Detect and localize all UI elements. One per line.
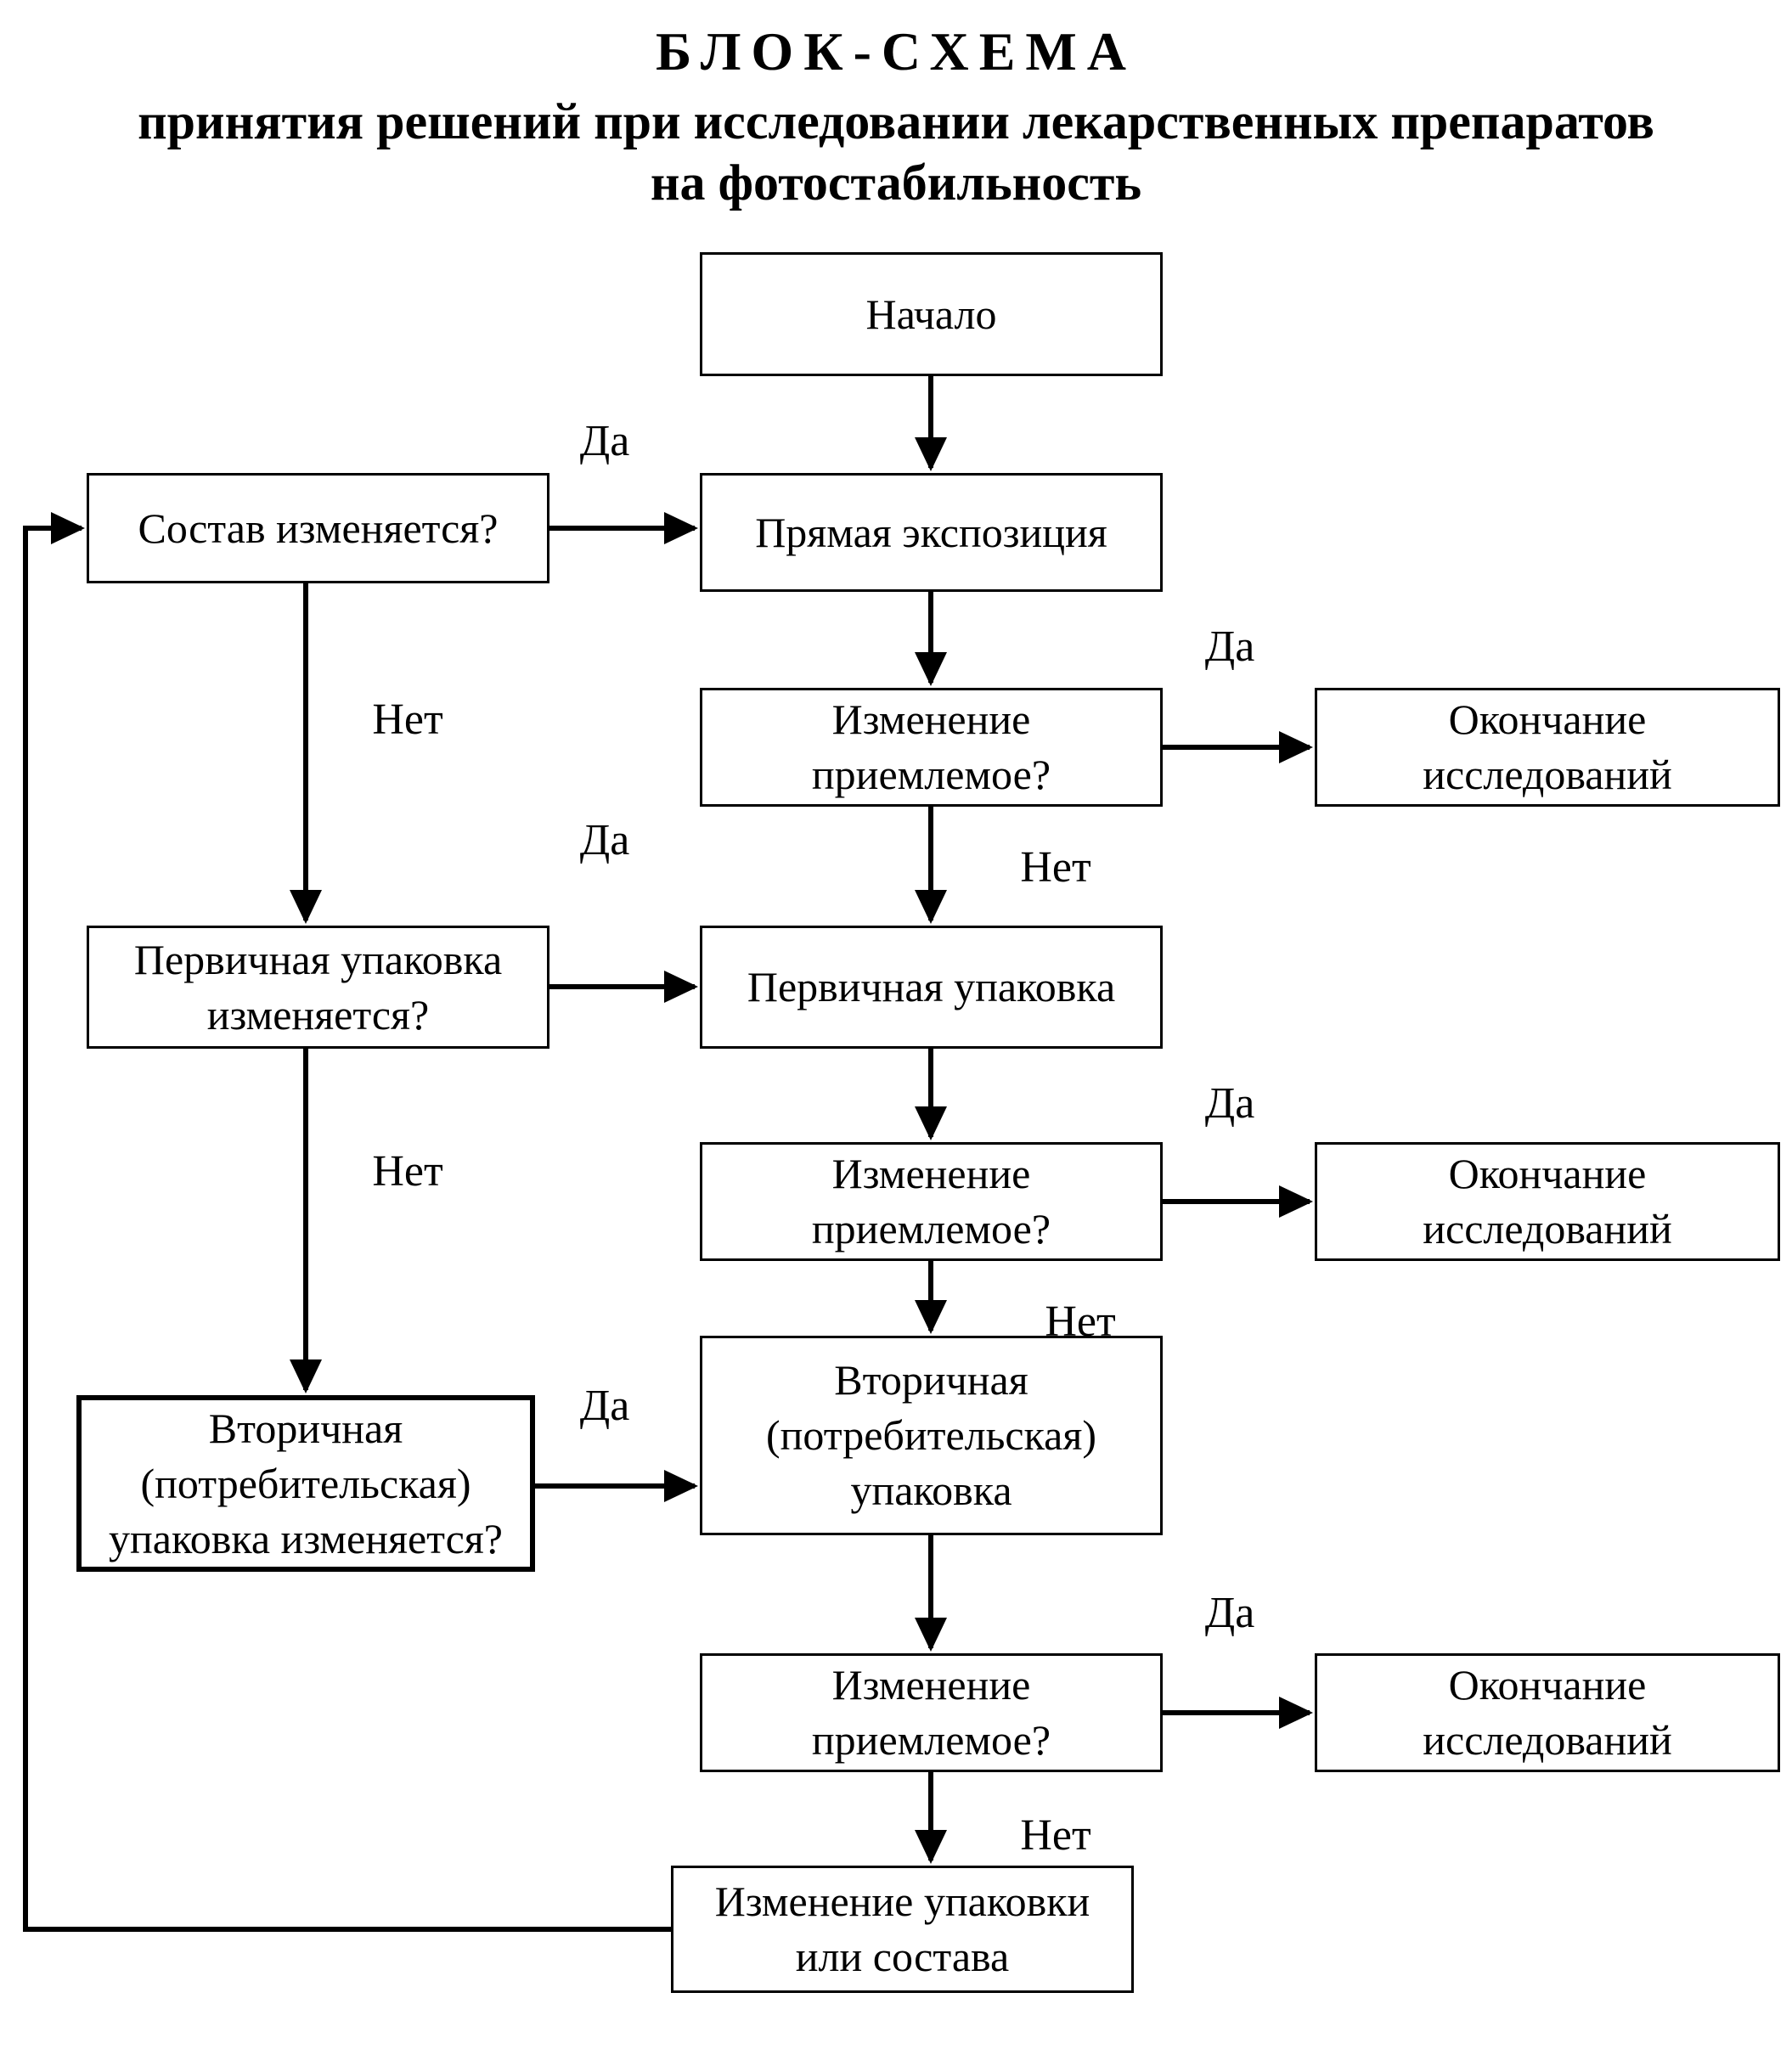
node-change-pack-or-composition: Изменение упаковки или состава [671,1866,1134,1993]
edge-label-no-2-center: Нет [1045,1298,1116,1346]
edge-label-yes-2: Да [1204,622,1255,671]
node-start: Начало [700,252,1163,376]
node-end-of-studies-1: Окончание исследований [1315,688,1780,807]
node-secondary-pack-changes: Вторичная (потребительская) упаковка изм… [76,1395,535,1572]
node-end-of-studies-2: Окончание исследований [1315,1142,1780,1261]
node-secondary-pack: Вторичная (потребительская) упаковка [700,1336,1163,1535]
title-line-1: БЛОК-СХЕМА [656,21,1136,82]
edge-label-yes-5: Да [579,1382,630,1430]
edge-label-yes-4: Да [1204,1079,1255,1128]
node-composition-changes: Состав изменяется? [87,473,549,583]
edge-label-no-3: Нет [1020,1811,1091,1860]
node-change-acceptable-3: Изменение приемлемое? [700,1653,1163,1772]
edge-label-yes-1: Да [579,417,630,465]
node-end-of-studies-3: Окончание исследований [1315,1653,1780,1772]
edge-label-yes-6: Да [1204,1589,1255,1637]
title-line-3: на фотостабильность [650,155,1142,211]
node-change-acceptable-1: Изменение приемлемое? [700,688,1163,807]
edge-label-no-2-left: Нет [372,1147,443,1196]
page-title: БЛОК-СХЕМА принятия решений при исследов… [0,0,1792,211]
edge-label-yes-3: Да [579,816,630,864]
node-change-acceptable-2: Изменение приемлемое? [700,1142,1163,1261]
node-primary-pack: Первичная упаковка [700,926,1163,1049]
node-primary-pack-changes: Первичная упаковка изменяется? [87,926,549,1049]
node-direct-exposure: Прямая экспозиция [700,473,1163,592]
title-line-2: принятия решений при исследовании лекарс… [138,93,1654,150]
edge-label-no-1-center: Нет [1020,843,1091,892]
edge-label-no-1-left: Нет [372,695,443,744]
loop-change-pack-to-composition [23,512,671,1932]
